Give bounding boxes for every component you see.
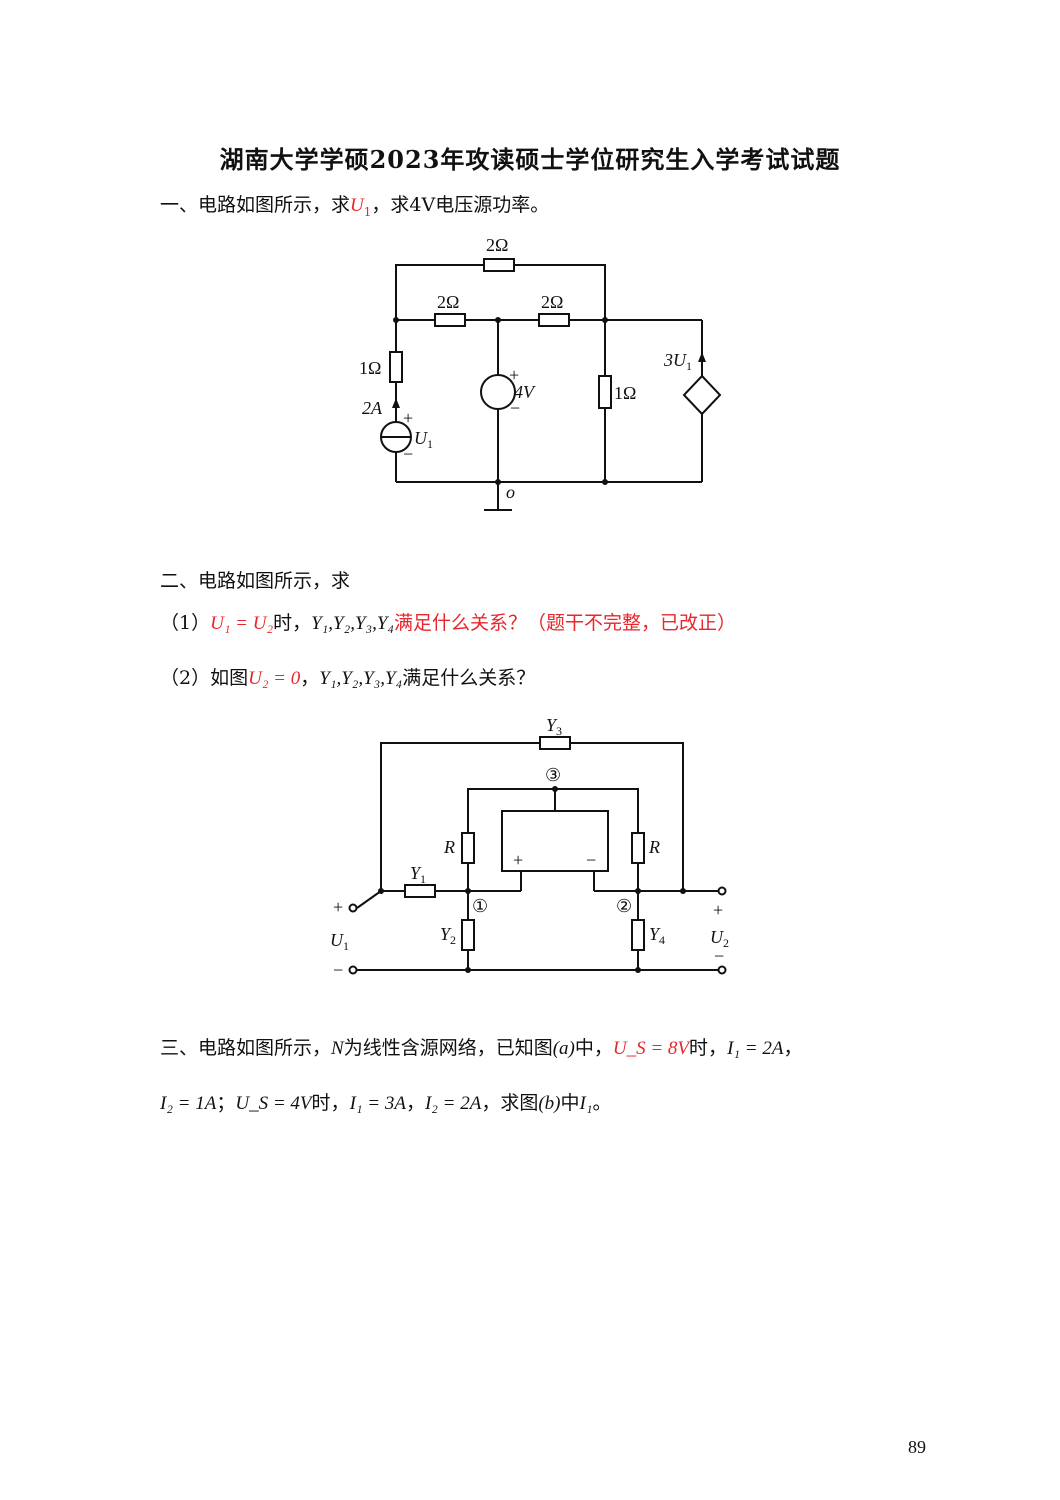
label-y2: Y2 <box>440 924 456 947</box>
resistor-top-2ohm <box>483 258 515 272</box>
resistor-right-1ohm <box>598 375 612 409</box>
page-title: 湖南大学学硕2023年攻读硕士学位研究生入学考试试题 <box>219 145 841 174</box>
admittance-y2 <box>461 919 475 951</box>
label-r-mid-left: 2Ω <box>437 292 459 312</box>
label-dep-src: 3U1 <box>663 350 692 373</box>
admittance-y1 <box>404 884 436 898</box>
dependent-source <box>682 374 722 416</box>
label-y1: Y1 <box>410 863 426 886</box>
plus-sign: + <box>403 408 413 428</box>
label-r-right: R <box>648 837 660 857</box>
minus-sign: − <box>510 398 520 418</box>
question-3-line-2: I₂ = 1A；U_S = 4V时，I₁ = 3A，I₂ = 2A，求图(b)中… <box>160 1092 612 1114</box>
label-r-mid-right: 2Ω <box>541 292 563 312</box>
question-2-part-1: （1）U₁ = U₂时，Y₁,Y₂,Y₃,Y₄满足什么关系？（题干不完整，已改正… <box>160 612 737 634</box>
minus-sign: − <box>403 444 413 464</box>
label-y3: Y3 <box>546 715 562 738</box>
resistor-r-right <box>631 832 645 864</box>
resistor-left-1ohm <box>389 351 403 383</box>
label-4v: 4V <box>514 382 536 402</box>
minus-sign: − <box>714 946 724 966</box>
label-r-left: R <box>443 837 455 857</box>
admittance-y4 <box>631 919 645 951</box>
terminal-u2-minus <box>717 965 727 975</box>
label-r-right: 1Ω <box>614 383 636 403</box>
opamp-box <box>501 810 609 872</box>
label-u1: U1 <box>330 930 349 953</box>
label-ground-o: o <box>506 482 515 502</box>
circuit-1-wires <box>395 264 703 510</box>
admittance-y3 <box>539 736 571 750</box>
plus-sign: + <box>509 365 519 385</box>
resistor-mid-right-2ohm <box>538 313 570 327</box>
page-number: 89 <box>908 1437 926 1457</box>
question-1-text: 一、电路如图所示，求U1，求4V电压源功率。 <box>160 190 549 219</box>
label-node-2: ② <box>616 896 632 916</box>
label-node-3: ③ <box>545 765 561 785</box>
q2-p2-condition: U₂ = 0 <box>248 668 301 689</box>
q3-condition: U_S = 8V <box>612 1038 690 1059</box>
voltage-source-4v <box>480 374 516 410</box>
label-current-src: 2A <box>362 398 383 418</box>
label-u2: U2 <box>710 927 729 950</box>
plus-sign: + <box>333 897 343 917</box>
q2-p1-variables: Y₁,Y₂,Y₃,Y₄ <box>311 613 395 634</box>
minus-sign: − <box>333 960 343 980</box>
plus-sign: + <box>713 900 723 920</box>
q1-suffix: ，求4V电压源功率。 <box>371 194 550 216</box>
arrow-up-icon <box>698 352 706 362</box>
label-u1: U1 <box>414 428 433 451</box>
label-node-1: ① <box>472 896 488 916</box>
question-2-text: 二、电路如图所示，求 <box>160 570 351 592</box>
q1-variable: U1 <box>350 195 372 219</box>
q2-p1-condition: U₁ = U₂ <box>210 613 274 634</box>
opamp-minus: − <box>586 850 596 870</box>
arrow-up-icon <box>392 398 400 408</box>
question-3-line-1: 三、电路如图所示，N为线性含源网络，已知图(a)中，U_S = 8V时，I₁ =… <box>160 1037 803 1059</box>
label-y4: Y4 <box>649 924 665 947</box>
resistor-mid-left-2ohm <box>434 313 466 327</box>
terminal-u2-plus <box>717 886 727 896</box>
question-2-part-2: （2）如图U₂ = 0，Y₁,Y₂,Y₃,Y₄满足什么关系？ <box>160 667 536 689</box>
q1-prefix: 一、电路如图所示，求 <box>160 194 351 216</box>
opamp-plus: + <box>513 850 523 870</box>
resistor-r-left <box>461 832 475 864</box>
label-r-top: 2Ω <box>486 235 508 255</box>
label-r-left: 1Ω <box>359 358 381 378</box>
q2-p2-variables: Y₁,Y₂,Y₃,Y₄ <box>319 668 403 689</box>
terminal-u1-minus <box>348 965 358 975</box>
q2-p1-end: 满足什么关系？（题干不完整，已改正） <box>394 612 737 634</box>
terminal-u1-plus <box>348 903 358 913</box>
